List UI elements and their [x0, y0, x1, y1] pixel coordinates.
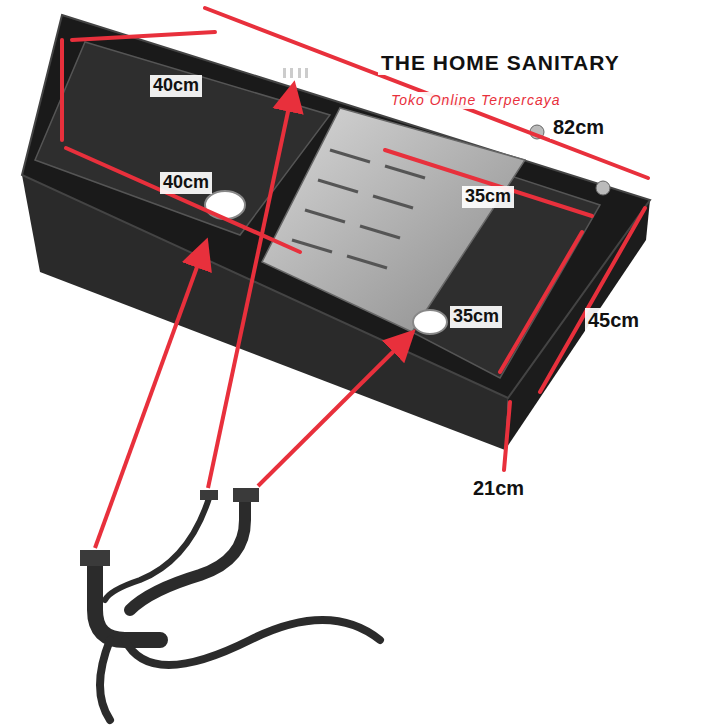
pipe-fitting: [200, 490, 218, 500]
left-drain: [205, 191, 245, 219]
tap-hole: [596, 181, 610, 195]
shop-tagline: Toko Online Terpercaya: [388, 92, 564, 109]
drain-basket: [262, 108, 525, 332]
dimension-label: 35cm: [462, 186, 514, 208]
pointer-arrows: [95, 88, 410, 548]
overflow-mark: [283, 68, 308, 78]
dimension-label: 82cm: [550, 115, 607, 139]
dimension-label: 45cm: [585, 308, 642, 332]
right-drain: [413, 310, 447, 334]
dimension-label: 40cm: [160, 172, 212, 194]
shop-name: THE HOME SANITARY: [378, 50, 623, 75]
basket-slots: [292, 150, 425, 268]
dimension-label: 21cm: [470, 476, 527, 500]
pipe-fitting: [233, 488, 259, 502]
sink-rim: [22, 15, 650, 398]
drain-pipes: [95, 495, 380, 720]
dimension-label: 35cm: [450, 306, 502, 328]
pipe-fitting: [80, 550, 110, 566]
left-bowl: [35, 42, 330, 235]
dimension-label: 40cm: [150, 75, 202, 97]
